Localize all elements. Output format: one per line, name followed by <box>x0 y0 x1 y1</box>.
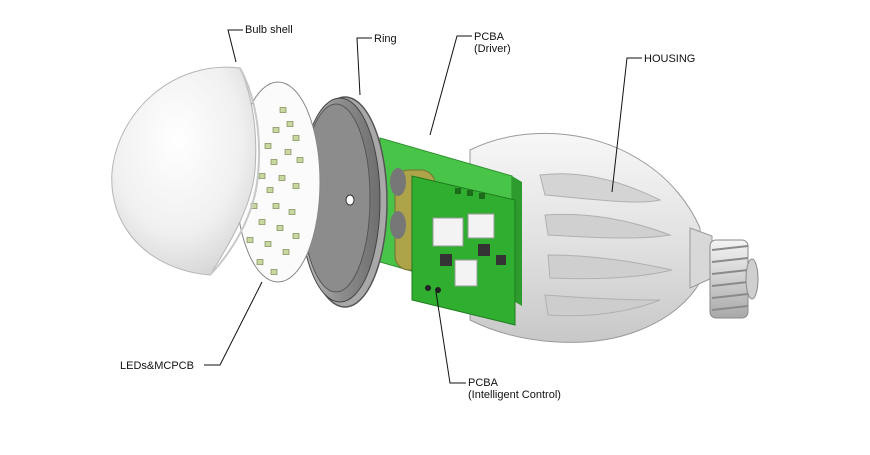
label-housing: HOUSING <box>644 53 695 65</box>
pcba-control-board <box>411 175 516 326</box>
led-chip <box>284 149 292 155</box>
led-chip <box>246 237 254 243</box>
housing-fin <box>544 213 672 239</box>
led-chip <box>292 135 300 141</box>
label-bulb-shell: Bulb shell <box>245 24 293 36</box>
led-chip <box>256 259 264 265</box>
led-chip <box>276 225 284 231</box>
label-pcba-control-2: (Intelligent Control) <box>468 389 561 401</box>
housing-neck <box>689 227 713 289</box>
housing-fin <box>547 254 673 280</box>
label-pcba-driver-1: PCBA <box>474 31 505 43</box>
led-chip <box>292 183 300 189</box>
housing-fin <box>539 173 662 203</box>
led-chip <box>282 249 290 255</box>
led-chip <box>264 143 272 149</box>
led-chip <box>292 233 300 239</box>
callout-leaders <box>204 29 642 384</box>
led-chip <box>270 269 278 275</box>
led-chip <box>288 209 296 215</box>
leader-housing <box>611 57 642 193</box>
bulb-shell-part <box>111 66 261 276</box>
led-chip <box>264 241 272 247</box>
housing-fin <box>544 294 661 317</box>
led-chip <box>258 219 266 225</box>
screw-base <box>709 239 759 319</box>
label-pcba-driver-2: (Driver) <box>474 43 511 55</box>
led-chip <box>258 173 266 179</box>
leader-bulb-shell <box>227 29 243 63</box>
label-leds-mcpcb: LEDs&MCPCB <box>120 360 194 372</box>
led-chip <box>272 203 280 209</box>
led-array <box>246 107 304 275</box>
leader-ring <box>356 37 372 96</box>
ring-part <box>299 96 388 308</box>
label-ring: Ring <box>374 33 397 45</box>
led-chip <box>272 127 280 133</box>
led-chip <box>296 157 304 163</box>
leds-mcpcb-part <box>235 81 321 283</box>
led-chip <box>278 175 286 181</box>
housing-part <box>469 132 713 343</box>
leader-leds-mcpcb <box>204 281 263 366</box>
connector-posts <box>390 168 406 239</box>
led-chip <box>279 107 287 113</box>
led-chip <box>266 187 274 193</box>
leader-pcba-driver <box>429 35 472 136</box>
label-pcba-control-1: PCBA <box>468 377 499 389</box>
led-chip <box>286 121 294 127</box>
leader-pcba-control <box>435 291 466 384</box>
led-chip <box>270 159 278 165</box>
